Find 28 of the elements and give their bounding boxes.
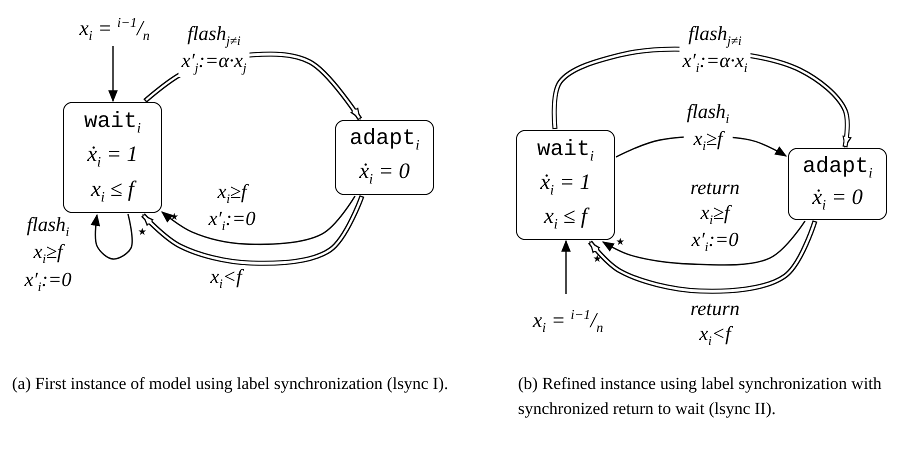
state-equation: ẋ$_{i}$ = 1	[540, 168, 591, 200]
initial-condition-label: x$_{i}$ = $^{i−1}$/$_{n}$	[52, 2, 177, 44]
state-name: adapt$_{i}$	[350, 126, 420, 156]
star-mark: ⋆	[136, 222, 149, 242]
figure-caption: (b) Refined instance using label synchronization with synchronized return to wait (lsync II).	[518, 373, 883, 420]
arrow	[90, 214, 133, 260]
arrow	[602, 220, 806, 266]
state-box	[335, 120, 434, 195]
state-equation: ẋ$_{i}$ = 0	[812, 184, 863, 214]
arrow	[561, 240, 571, 294]
state-equation: x$_{i}$ ≤ f	[91, 176, 134, 206]
state-name: adapt$_{i}$	[802, 154, 872, 182]
arrow	[141, 195, 364, 266]
state-equation: x$_{i}$ ≤ f	[544, 202, 587, 234]
star-mark: ⋆	[614, 232, 627, 252]
state-box	[516, 130, 615, 240]
figure-caption: (a) First instance of model using label synchronization (lsync I).	[12, 373, 450, 395]
initial-condition-label: x$_{i}$ = $^{i−1}$/$_{n}$	[512, 294, 624, 336]
arrow	[108, 46, 118, 102]
arrow	[161, 196, 356, 246]
state-name: wait$_{i}$	[537, 136, 594, 166]
state-equation: ẋ$_{i}$ = 0	[359, 158, 410, 189]
star-mark: ⋆	[591, 249, 604, 269]
arrow	[588, 220, 818, 294]
state-name: wait$_{i}$	[84, 108, 141, 138]
state-equation: ẋ$_{i}$ = 1	[87, 141, 138, 172]
state-box	[63, 102, 162, 213]
state-box	[788, 148, 887, 220]
